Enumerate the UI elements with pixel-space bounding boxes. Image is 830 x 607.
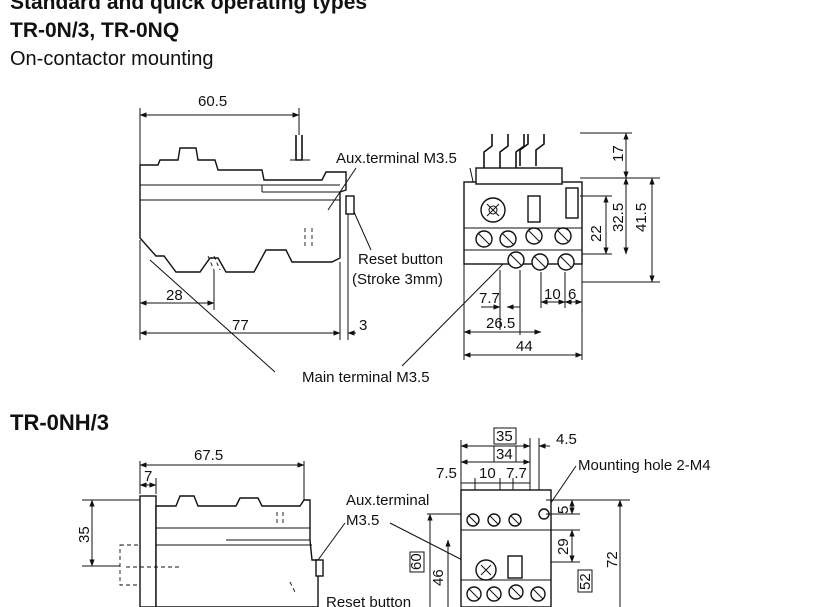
dim-7-7: 7.7 — [479, 290, 500, 307]
box-35: 35 — [496, 428, 513, 445]
dim-7-7-2: 7.7 — [506, 465, 527, 482]
dim-26-5: 26.5 — [486, 315, 515, 332]
dim-77: 77 — [232, 317, 249, 334]
dim-46: 46 — [430, 569, 447, 586]
dim-7: 7 — [144, 468, 152, 485]
dim-67-5: 67.5 — [194, 447, 223, 464]
dim-17: 17 — [610, 145, 627, 162]
dim-32-5: 32.5 — [610, 203, 627, 232]
label-stroke: (Stroke 3mm) — [352, 271, 443, 288]
dim-10-2: 10 — [479, 465, 496, 482]
dim-10: 10 — [544, 286, 561, 303]
label-main-terminal: Main terminal M3.5 — [302, 369, 430, 386]
label-reset-button-2: Reset button — [326, 594, 411, 607]
label-aux-terminal-2b: M3.5 — [346, 512, 379, 529]
dim-44: 44 — [516, 338, 533, 355]
box-60: 60 — [408, 553, 425, 570]
dim-60-5: 60.5 — [198, 93, 227, 110]
dim-29: 29 — [555, 538, 572, 555]
dim-4-5: 4.5 — [556, 431, 577, 448]
dim-72: 72 — [604, 551, 621, 568]
section2-title: TR-0NH/3 — [10, 410, 110, 435]
front-view-1: 17 22 32.5 41.5 7.7 10 6 26.5 44 — [463, 132, 660, 360]
dim-6: 6 — [568, 286, 576, 303]
label-aux-terminal: Aux.terminal M3.5 — [336, 150, 457, 167]
dim-3: 3 — [359, 317, 367, 334]
dim-7-5: 7.5 — [436, 465, 457, 482]
dim-41-5: 41.5 — [633, 203, 650, 232]
page-subtitle: On-contactor mounting — [10, 48, 214, 70]
box-34: 34 — [496, 446, 513, 463]
dim-28: 28 — [166, 287, 183, 304]
dim-35-left: 35 — [76, 526, 93, 543]
page-title-line2: TR-0N/3, TR-0NQ — [10, 19, 180, 42]
side-view-1: 60.5 28 77 3 — [139, 93, 367, 340]
label-aux-terminal-2a: Aux.terminal — [346, 492, 429, 509]
label-reset-button: Reset button — [358, 251, 443, 268]
page-title-line1: Standard and quick operating types — [10, 0, 368, 14]
box-52: 52 — [577, 573, 594, 590]
dim-5: 5 — [555, 506, 572, 514]
side-view-2: 67.5 7 35 — [76, 447, 324, 607]
dim-22: 22 — [588, 225, 605, 242]
label-mounting-hole: Mounting hole 2-M4 — [578, 457, 711, 474]
front-view-2: 35 34 4.5 7.5 10 7.7 — [408, 427, 630, 607]
